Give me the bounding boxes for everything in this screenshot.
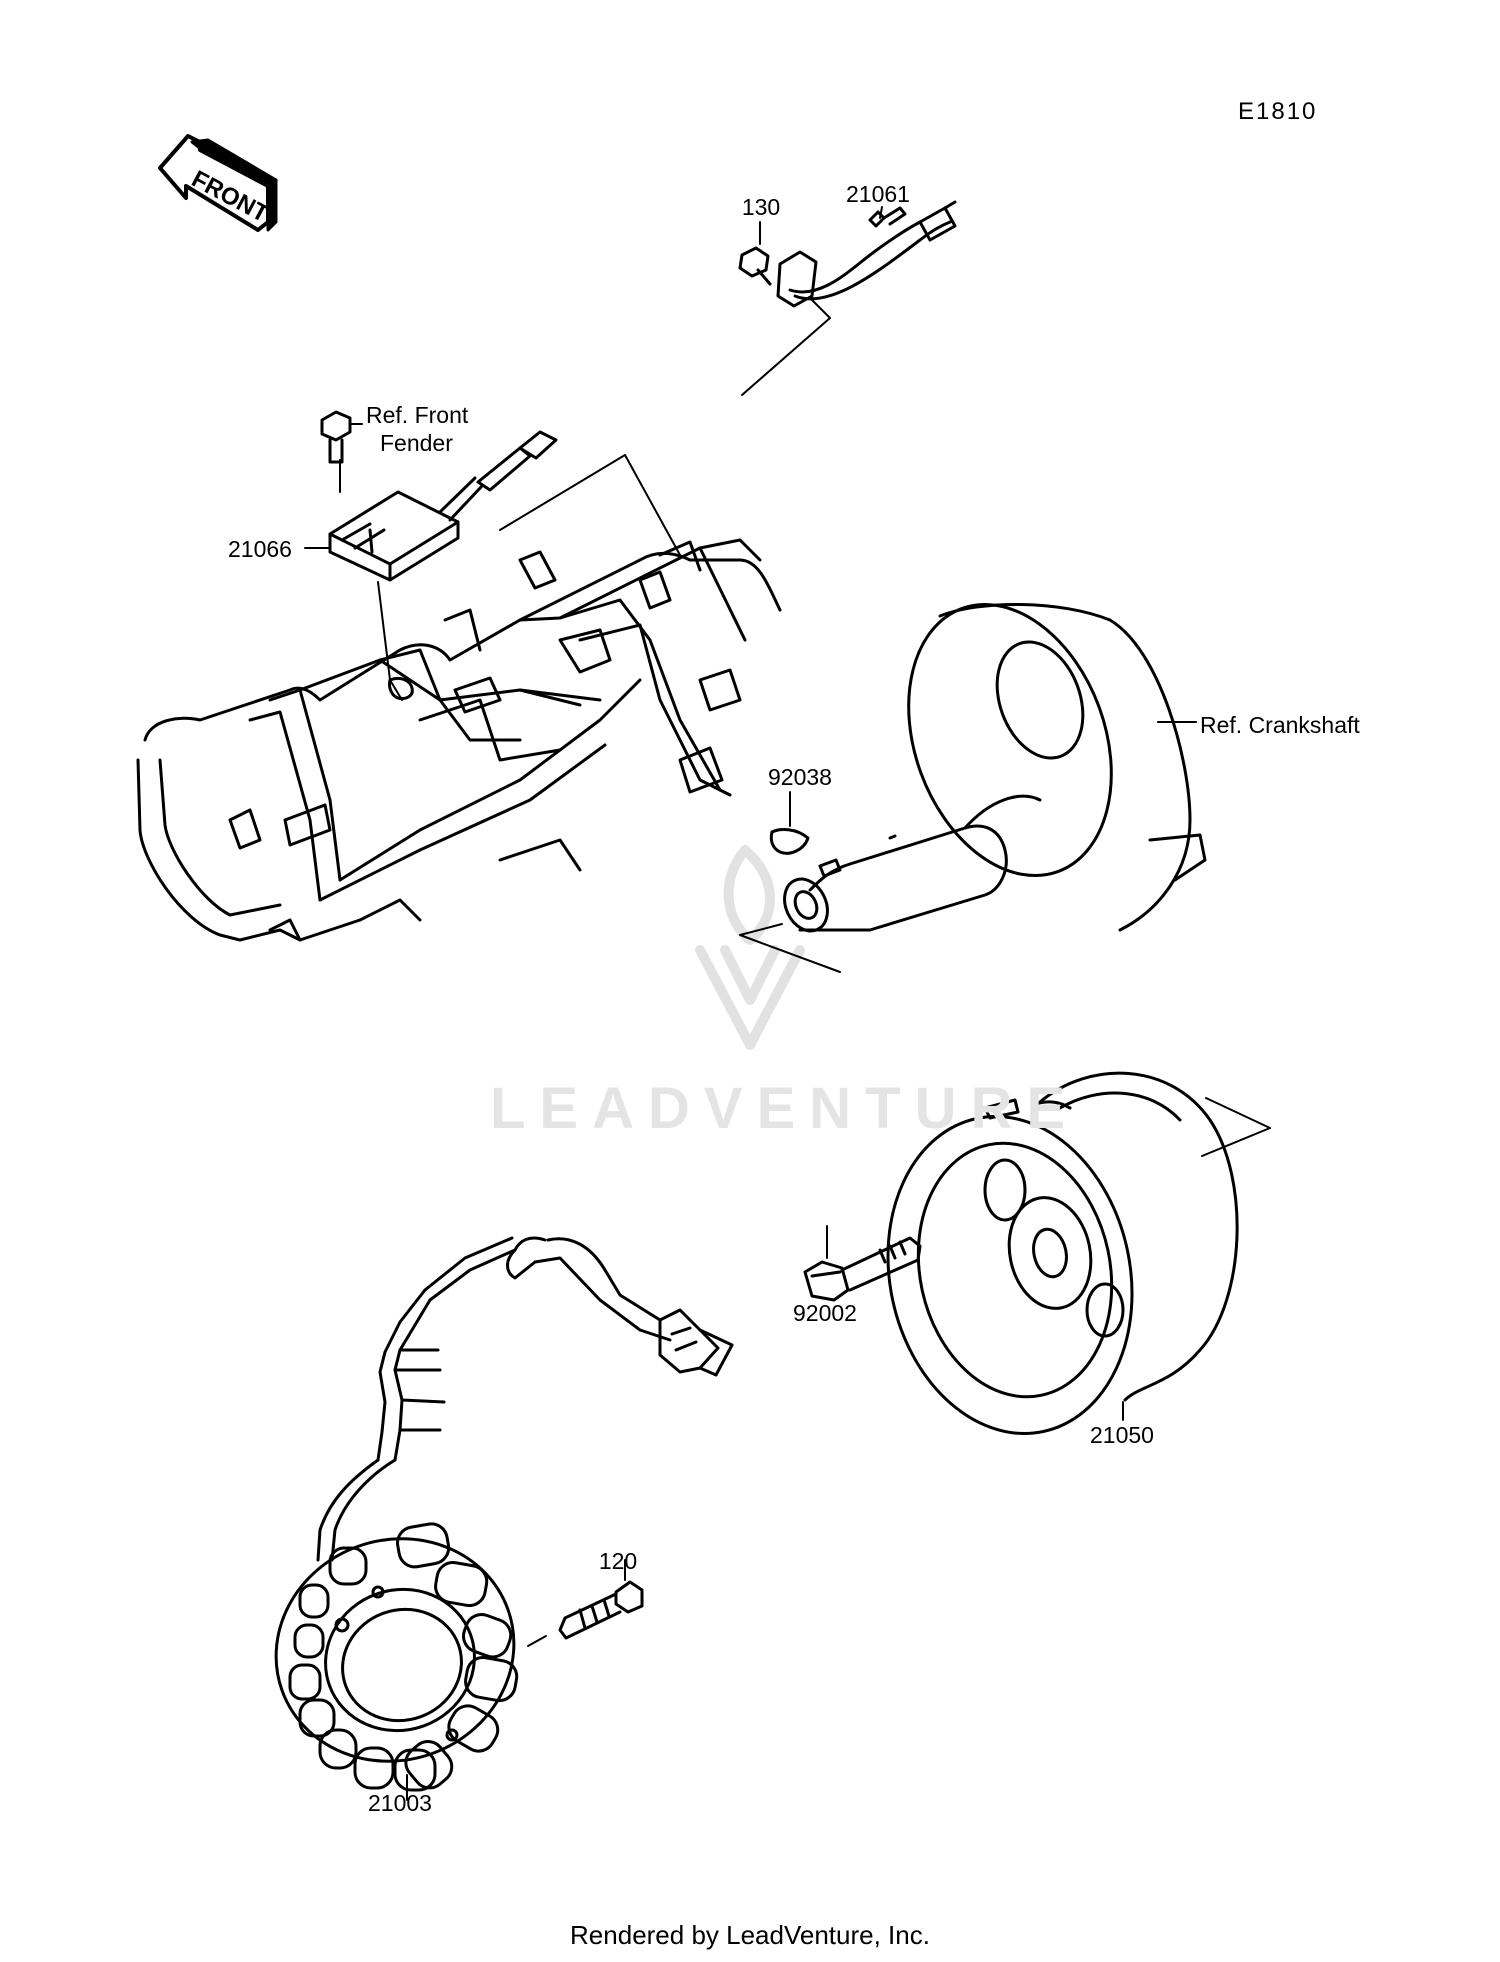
watermark-text: LEADVENTURE <box>490 1076 1080 1141</box>
ref-line-21050 <box>1201 1097 1271 1157</box>
diagram-code: E1810 <box>1238 98 1318 125</box>
callout-21003[interactable]: 21003 <box>368 1790 432 1816</box>
callout-ref-front-fender-line2: Fender <box>380 430 453 456</box>
rotor-21050-icon <box>886 1071 1239 1435</box>
leader-21061 <box>879 206 883 219</box>
fender-bolt-icon <box>320 410 352 464</box>
callout-ref-crankshaft: Ref. Crankshaft <box>1200 712 1360 738</box>
callout-ref-front-fender-line1: Ref. Front <box>366 402 469 428</box>
callout-92038[interactable]: 92038 <box>768 764 832 790</box>
callout-92002[interactable]: 92002 <box>793 1300 857 1326</box>
switch-21061-icon <box>776 200 957 308</box>
box-21066-icon <box>328 430 558 582</box>
crankshaft-icon <box>783 602 1207 933</box>
ref-line-21061 <box>741 299 831 396</box>
callout-21066[interactable]: 21066 <box>228 536 292 562</box>
key-92038-icon <box>769 828 810 855</box>
screw-120-icon <box>558 1580 644 1640</box>
frame-icon <box>136 454 782 942</box>
watermark-logo <box>695 845 805 1050</box>
callout-120[interactable]: 120 <box>598 1548 638 1574</box>
bolt-92002-icon <box>803 1236 922 1302</box>
front-arrow-icon <box>158 134 278 232</box>
callout-21061[interactable]: 21061 <box>846 181 910 207</box>
ref-line-crankshaft <box>739 923 841 973</box>
stator-21003-icon <box>274 1236 734 1792</box>
callout-21050[interactable]: 21050 <box>1090 1422 1154 1448</box>
callout-130[interactable]: 130 <box>741 194 781 220</box>
footer-credit: Rendered by LeadVenture, Inc. <box>570 1920 930 1950</box>
ref-line-120 <box>527 1635 547 1647</box>
bolt-130-icon <box>738 246 772 286</box>
